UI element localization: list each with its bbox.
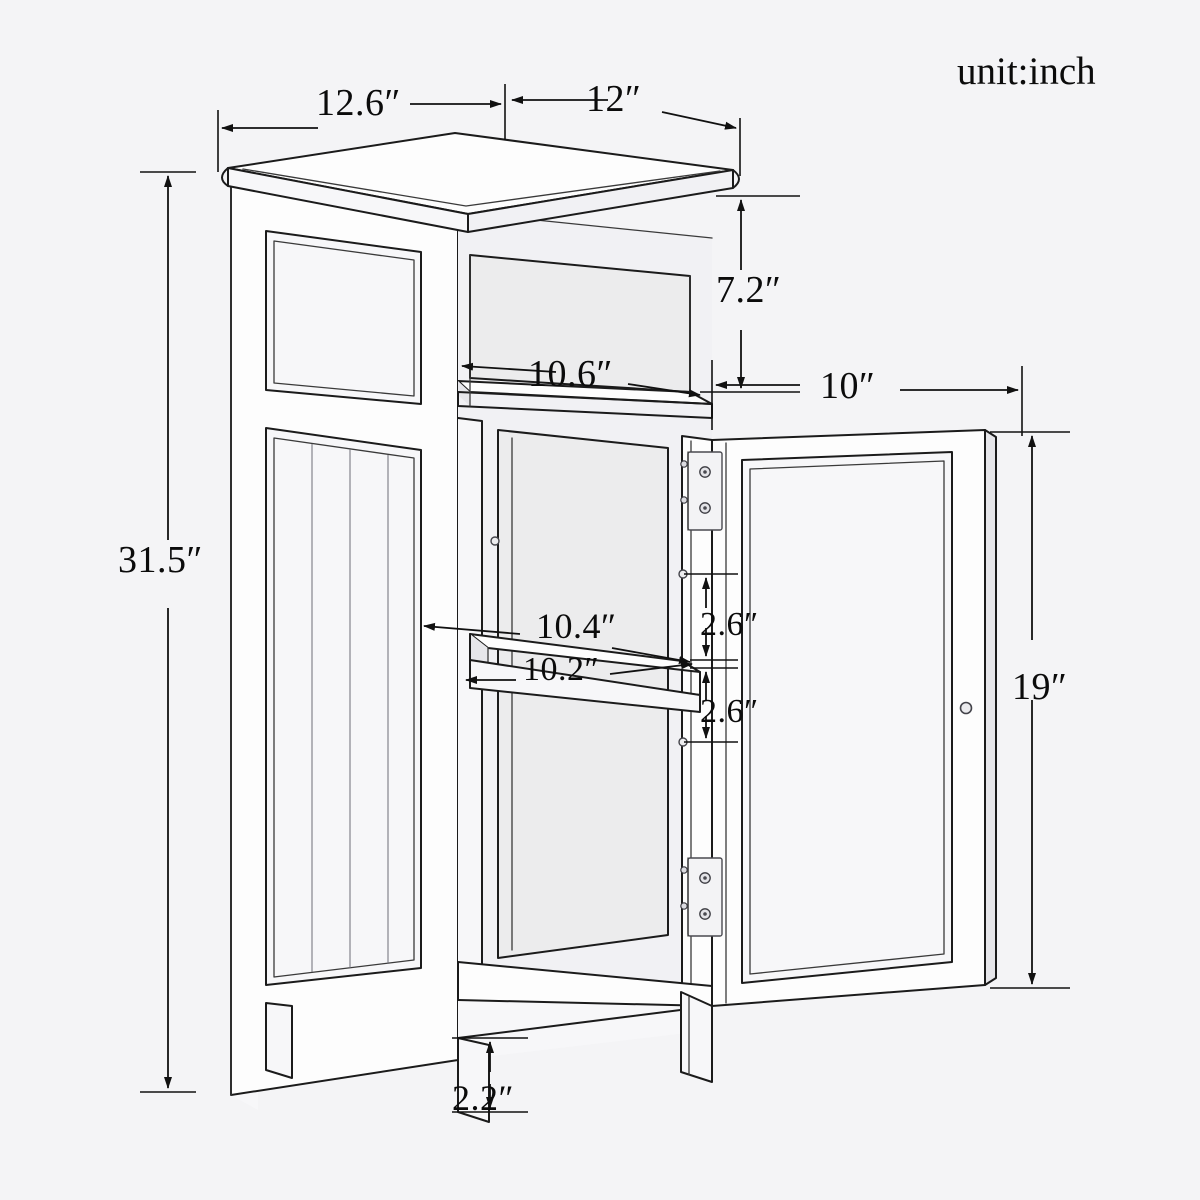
cabinet-top — [221, 132, 740, 233]
unit-note: unit:inch — [957, 50, 1096, 93]
dim-10-2 — [465, 661, 693, 684]
door-hinge-top — [680, 451, 723, 531]
dim-label-2-2: 2.2″ — [452, 1078, 514, 1118]
dim-7-2 — [700, 195, 800, 393]
dim-label-12: 12″ — [586, 78, 642, 120]
dim-12 — [511, 96, 741, 176]
dim-2-6-lower — [684, 667, 738, 743]
door-knob — [959, 701, 973, 715]
dim-label-10-6: 10.6″ — [528, 353, 613, 395]
door-recessed-panel — [741, 451, 953, 984]
cabinet-bottom-apron — [457, 961, 713, 1060]
dim-10 — [711, 360, 1023, 436]
left-panel-beadboard — [265, 427, 422, 986]
cabinet-door — [678, 429, 997, 1007]
dim-label-2-6-upper: 2.6″ — [700, 606, 759, 643]
dim-label-2-6-lower: 2.6″ — [700, 693, 759, 730]
dim-label-31-5: 31.5″ — [118, 539, 203, 581]
dim-10-6 — [461, 362, 701, 398]
cabinet-front-legs — [457, 991, 713, 1123]
dim-label-10-4: 10.4″ — [536, 606, 617, 646]
dim-10-4 — [423, 622, 691, 664]
dim-label-12-6: 12.6″ — [316, 82, 401, 124]
dim-19 — [990, 431, 1070, 989]
inner-shelf — [469, 633, 701, 713]
dim-12-6 — [217, 84, 506, 172]
dim-label-19: 19″ — [1012, 666, 1068, 708]
left-panel-upper-recess — [265, 230, 422, 405]
dim-2-6-upper — [684, 573, 738, 661]
dim-label-10-2: 10.2″ — [523, 651, 600, 688]
left-legs — [265, 1002, 293, 1079]
door-hinge-bottom — [680, 857, 723, 937]
dim-31-5 — [140, 171, 196, 1093]
dim-label-7-2: 7.2″ — [716, 269, 782, 311]
open-shelf-compartment — [457, 254, 713, 419]
dim-2-2 — [452, 1037, 528, 1113]
cabinet-left-side — [230, 181, 459, 1110]
dim-label-10: 10″ — [820, 365, 876, 407]
